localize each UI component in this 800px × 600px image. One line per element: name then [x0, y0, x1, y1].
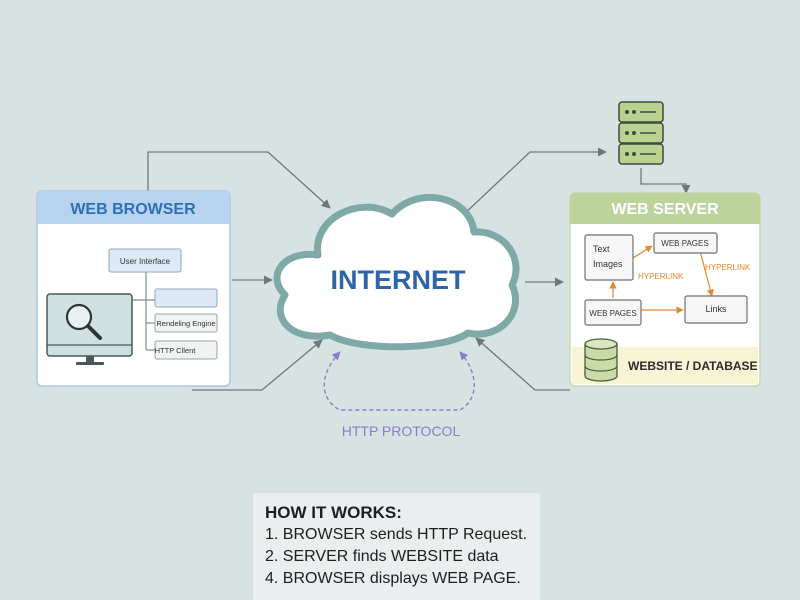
http-client-label: HTTP Cllent — [155, 346, 197, 355]
rendering-engine-box — [154, 313, 218, 333]
text-box-line-1: Text — [593, 244, 610, 254]
web-pages-top-box — [653, 232, 718, 254]
internet-cloud: INTERNET — [273, 194, 520, 351]
hyperlink-label-1: HYPERLINK — [638, 272, 684, 281]
hyperlink-label-2: HYPERLINK — [705, 263, 751, 272]
web-browser-title: WEB BROWSER — [70, 201, 196, 218]
rack-to-server-connector — [640, 168, 691, 194]
step-item: 4. BROWSER displays WEB PAGE. — [265, 570, 521, 587]
user-interface-label: User Interface — [120, 257, 171, 266]
links-label: Links — [705, 304, 727, 314]
web-pages-bottom-label: WEB PAGES — [589, 309, 636, 318]
text-images-box — [584, 234, 634, 281]
server-content-flow: Text Images WEB PAGES HYPERLINK HYPERLIN… — [584, 232, 751, 326]
step-item: 2. SERVER finds WEBSITE data — [265, 548, 499, 565]
http-protocol: HTTP PROTOCOL — [323, 351, 475, 439]
rendering-engine-label: Rendeling Engine — [156, 319, 215, 328]
website-database-label: WEBSITE / DATABASE — [628, 359, 758, 373]
web-pages-bottom-box — [584, 299, 642, 326]
server-rack-icon — [618, 101, 664, 165]
web-server-title: WEB SERVER — [611, 201, 719, 218]
internet-server-top-arrow — [461, 147, 607, 217]
web-browser-panel: WEB BROWSER User Interface Rendeling Eng… — [36, 190, 231, 387]
protocol-arrows — [323, 351, 475, 411]
http-client-box — [154, 340, 218, 360]
http-protocol-label: HTTP PROTOCOL — [342, 423, 461, 439]
web-pages-top-label: WEB PAGES — [661, 239, 708, 248]
server-to-internet-arrow-bottom — [475, 337, 570, 391]
blank-component-box — [154, 288, 218, 308]
step-item: 1. BROWSER sends HTTP Request. — [265, 526, 528, 543]
user-interface-box — [108, 248, 182, 273]
links-box — [684, 295, 748, 324]
how-it-works-title: HOW IT WORKS: — [265, 503, 402, 522]
connector-arrows — [147, 147, 691, 391]
how-it-works-panel: HOW IT WORKS: 1. BROWSER sends HTTP Requ… — [253, 493, 540, 600]
internet-label: INTERNET — [331, 265, 467, 295]
database-icon — [584, 338, 618, 382]
monitor-magnifier-icon — [46, 293, 133, 365]
web-server-panel: WEB SERVER Text Images WEB PAGES HYPERLI… — [569, 192, 761, 387]
browser-to-internet-arrow-top — [147, 151, 331, 209]
text-box-line-2: Images — [593, 259, 623, 269]
internet-to-browser-arrow-bottom — [192, 339, 323, 391]
